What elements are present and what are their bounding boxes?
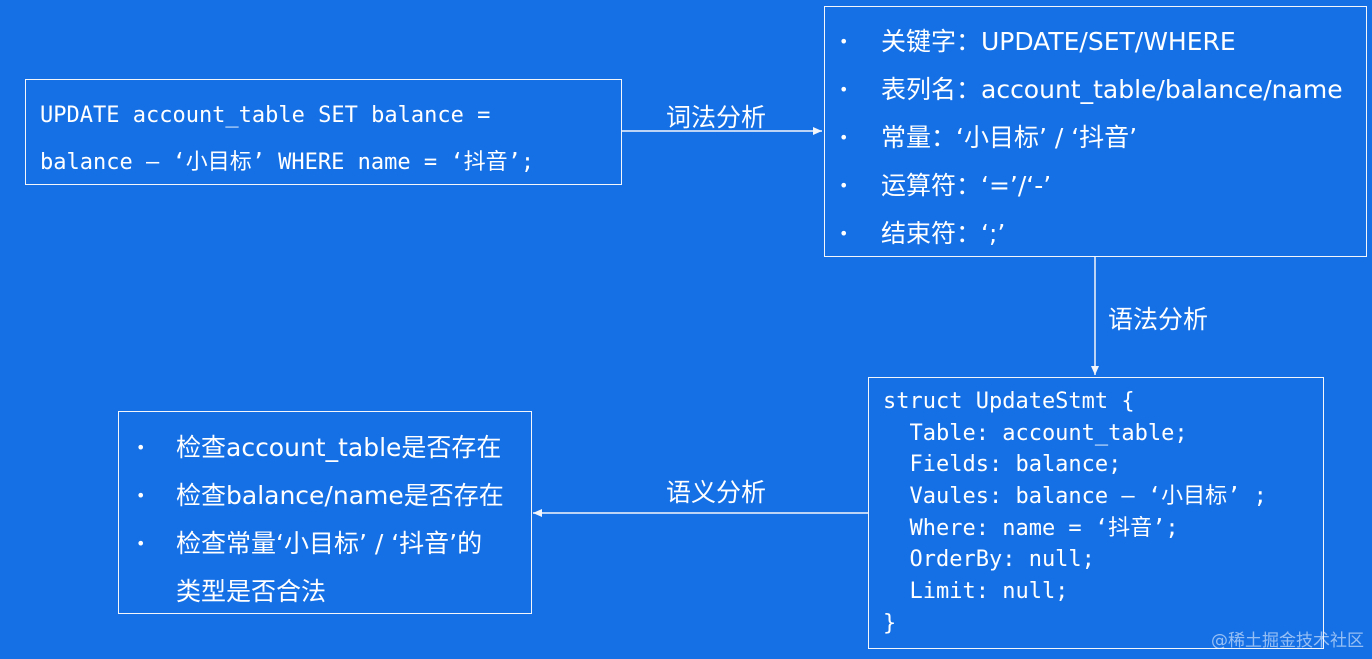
check-columns-exist: •检查balance/name是否存在 bbox=[119, 472, 531, 520]
token-list: •关键字：UPDATE/SET/WHERE •表列名：account_table… bbox=[825, 18, 1366, 258]
lexical-analysis-label: 词法分析 bbox=[666, 103, 767, 132]
token-keywords: •关键字：UPDATE/SET/WHERE bbox=[825, 18, 1366, 66]
sql-line-1: UPDATE account_table SET balance = bbox=[40, 103, 491, 128]
semantic-analysis-label: 语义分析 bbox=[666, 478, 767, 507]
struct-line: Vaules: balance – ‘小目标’ ; bbox=[883, 484, 1267, 510]
sql-statement-box: UPDATE account_table SET balance = balan… bbox=[25, 79, 622, 185]
update-struct-box: struct UpdateStmt { Table: account_table… bbox=[868, 377, 1324, 649]
bullet-icon: • bbox=[136, 486, 146, 505]
check-table-exists: •检查account_table是否存在 bbox=[119, 424, 531, 472]
syntax-analysis-label: 语法分析 bbox=[1108, 305, 1209, 334]
sql-line-2: balance – ‘小目标’ WHERE name = ‘抖音’; bbox=[40, 150, 535, 175]
token-identifiers: •表列名：account_table/balance/name bbox=[825, 66, 1366, 114]
token-constants: •常量：‘小目标’ / ‘抖音’ bbox=[825, 114, 1366, 162]
struct-line: Table: account_table; bbox=[883, 420, 1188, 446]
bullet-icon: • bbox=[839, 128, 849, 147]
token-operators: •运算符：‘=’/‘-’ bbox=[825, 162, 1366, 210]
struct-line: } bbox=[883, 610, 897, 636]
struct-line: Fields: balance; bbox=[883, 452, 1122, 478]
check-constant-types-continued: 类型是否合法 bbox=[176, 577, 327, 606]
bullet-icon: • bbox=[839, 32, 849, 51]
bullet-icon: • bbox=[839, 224, 849, 243]
semantic-check-box: •检查account_table是否存在 •检查balance/name是否存在… bbox=[118, 411, 532, 614]
bullet-icon: • bbox=[839, 176, 849, 195]
check-list: •检查account_table是否存在 •检查balance/name是否存在… bbox=[119, 424, 531, 616]
token-list-box: •关键字：UPDATE/SET/WHERE •表列名：account_table… bbox=[824, 6, 1367, 257]
bullet-icon: • bbox=[136, 438, 146, 457]
struct-line: OrderBy: null; bbox=[883, 547, 1095, 573]
bullet-icon: • bbox=[136, 534, 146, 553]
struct-line: struct UpdateStmt { bbox=[883, 389, 1135, 414]
token-terminator: •结束符：‘;’ bbox=[825, 210, 1366, 258]
struct-line: Where: name = ‘抖音’; bbox=[883, 515, 1179, 541]
watermark: @稀土掘金技术社区 bbox=[1211, 631, 1364, 651]
struct-line: Limit: null; bbox=[883, 579, 1069, 605]
check-constant-types: •检查常量‘小目标’ / ‘抖音’的 bbox=[119, 520, 531, 568]
bullet-icon: • bbox=[839, 80, 849, 99]
